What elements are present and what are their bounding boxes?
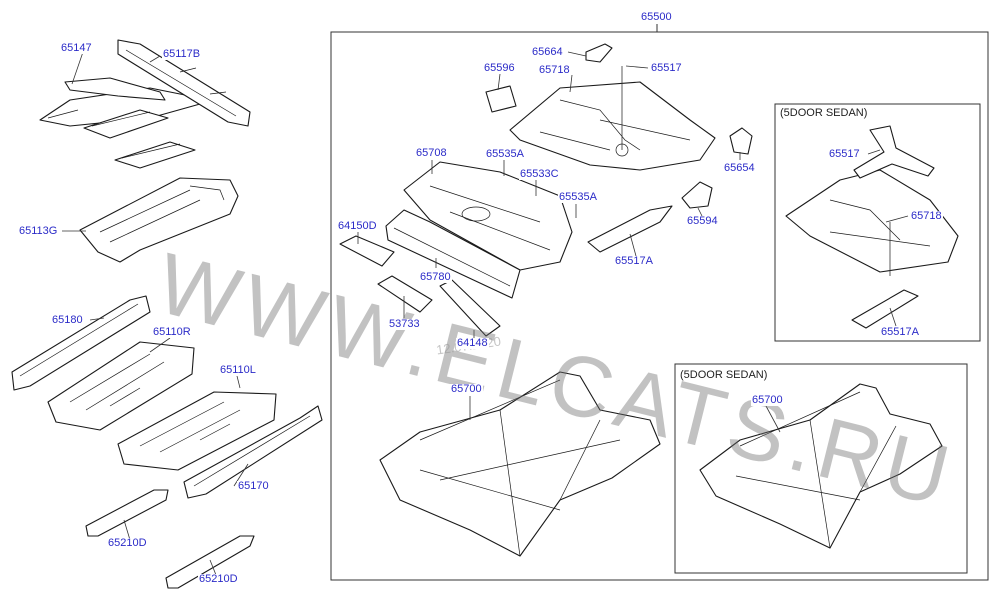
part-65664	[585, 43, 613, 63]
callout-65718[interactable]: 65718	[538, 64, 571, 76]
assembly-frame-65500	[330, 24, 989, 581]
bracket-65210D-upper	[85, 489, 169, 537]
callout-65500[interactable]: 65500	[640, 11, 673, 23]
sedan-top-box	[774, 103, 981, 342]
callout-65594[interactable]: 65594	[686, 215, 719, 227]
callout-65210D-lower[interactable]: 65210D	[198, 573, 239, 585]
callout-sedan-65718[interactable]: 65718	[910, 210, 943, 222]
callout-65535A-lower[interactable]: 65535A	[558, 191, 598, 203]
callout-53733[interactable]: 53733	[388, 318, 421, 330]
sedan-frame-assembly-65700	[699, 383, 943, 549]
part-65654	[729, 127, 753, 155]
callout-65110L[interactable]: 65110L	[219, 364, 257, 376]
part-53733	[377, 275, 433, 313]
sill-65180	[11, 295, 151, 391]
cross-member-65147	[39, 77, 201, 169]
part-64150D	[339, 235, 395, 267]
floor-pan-65110R	[47, 341, 195, 431]
callout-65533C[interactable]: 65533C	[519, 168, 560, 180]
floor-pan-65113G	[79, 177, 239, 263]
crossmember-65780	[385, 209, 521, 299]
sedan-part-65517A	[851, 289, 919, 329]
callout-65708[interactable]: 65708	[415, 147, 448, 159]
callout-65535A-upper[interactable]: 65535A	[485, 148, 525, 160]
sedan-part-65517	[853, 125, 935, 179]
part-65596	[485, 85, 517, 113]
callout-65664[interactable]: 65664	[531, 46, 564, 58]
callout-64148[interactable]: 64148	[456, 337, 489, 349]
callout-65113G[interactable]: 65113G	[18, 225, 59, 237]
callout-65170[interactable]: 65170	[237, 480, 270, 492]
callout-65517[interactable]: 65517	[650, 62, 683, 74]
callout-sedan-65517[interactable]: 65517	[828, 148, 861, 160]
floor-pan-65110L	[117, 391, 277, 471]
callout-sedan-65517A[interactable]: 65517A	[880, 326, 920, 338]
rear-floor-65718	[509, 81, 716, 171]
sedan-top-box-title: (5DOOR SEDAN)	[780, 107, 868, 119]
callout-65700[interactable]: 65700	[450, 383, 483, 395]
part-65594	[681, 181, 713, 209]
callout-65654[interactable]: 65654	[723, 162, 756, 174]
leader-lines	[62, 51, 909, 576]
part-65517A	[587, 205, 673, 253]
bracket-65210D-lower	[165, 535, 255, 589]
callout-65517A[interactable]: 65517A	[614, 255, 654, 267]
callout-65180[interactable]: 65180	[51, 314, 84, 326]
callout-65147[interactable]: 65147	[60, 42, 93, 54]
callout-65596[interactable]: 65596	[483, 62, 516, 74]
sedan-bottom-box-title: (5DOOR SEDAN)	[680, 369, 768, 381]
sedan-bottom-box	[674, 363, 968, 574]
sedan-rear-floor-65718	[785, 169, 959, 273]
callout-65117B[interactable]: 65117B	[162, 48, 202, 60]
frame-assembly-65700	[379, 371, 661, 557]
sill-65170	[183, 405, 323, 499]
callout-65210D-upper[interactable]: 65210D	[107, 537, 148, 549]
callout-65780[interactable]: 65780	[419, 271, 452, 283]
callout-65110R[interactable]: 65110R	[152, 326, 192, 338]
rear-floor-65708	[403, 161, 573, 271]
callout-64150D[interactable]: 64150D	[337, 220, 378, 232]
callout-sedan-65700[interactable]: 65700	[751, 394, 784, 406]
